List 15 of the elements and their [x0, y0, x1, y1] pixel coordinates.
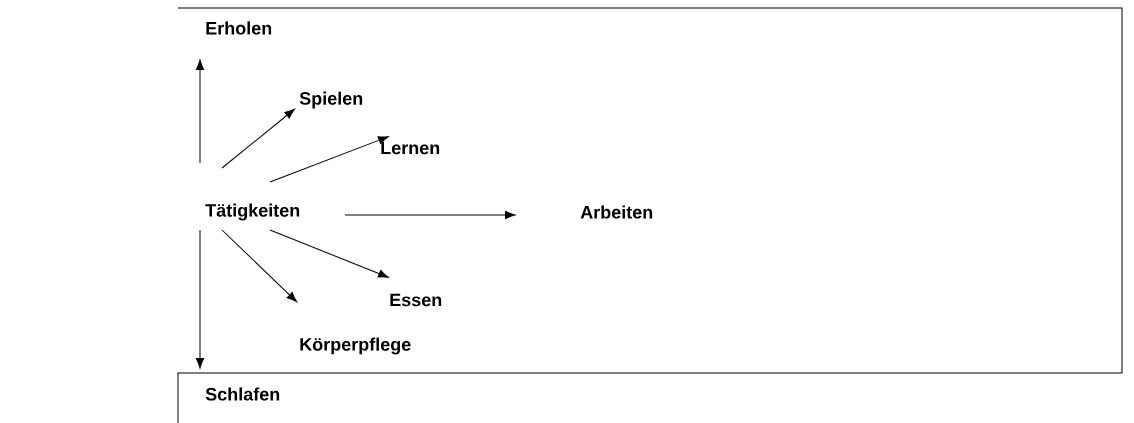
label: Lernen [381, 141, 440, 155]
label: Körperpflege [300, 337, 411, 355]
label: Essen [390, 293, 442, 307]
arrow [195, 59, 205, 164]
arrow [221, 108, 295, 169]
label: Spielen [299, 91, 363, 109]
label: Arbeiten [580, 205, 653, 219]
label: Schlafen [205, 387, 280, 401]
arrow [221, 229, 297, 303]
arrow [269, 229, 389, 278]
label: Erholen [206, 21, 272, 35]
arrow [269, 136, 389, 183]
arrow [344, 210, 516, 220]
label: Tätigkeiten [205, 203, 300, 221]
arrow [195, 229, 205, 369]
